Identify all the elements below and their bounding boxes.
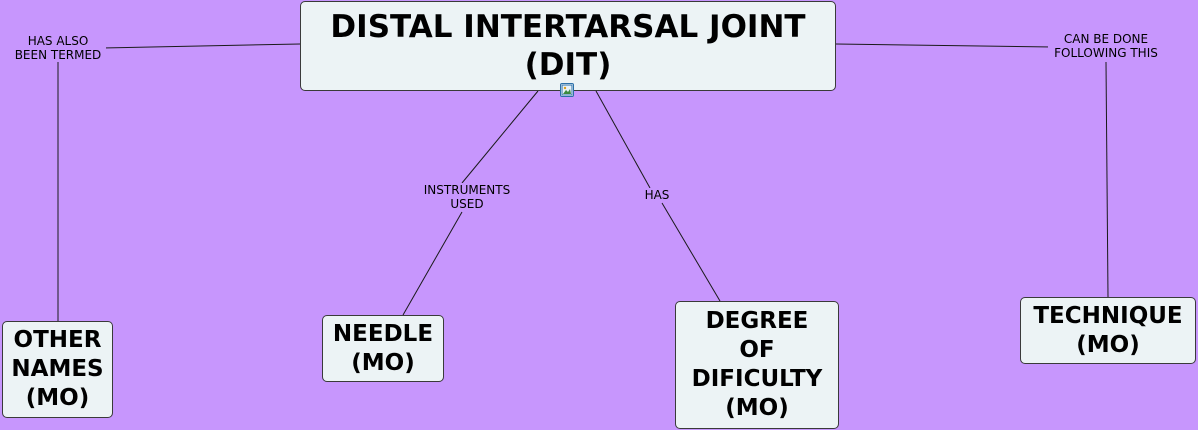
- needle-node[interactable]: NEEDLE (MO): [322, 315, 444, 382]
- needle-label: NEEDLE (MO): [332, 320, 434, 376]
- image-icon-glyph: [561, 84, 573, 96]
- other-names-node[interactable]: OTHER NAMES (MO): [2, 321, 113, 418]
- technique-node[interactable]: TECHNIQUE (MO): [1020, 297, 1196, 364]
- degree-of-difficulty-label: DEGREE OF DIFICULTY (MO): [691, 308, 823, 421]
- link-label-has-also: HAS ALSO BEEN TERMED: [10, 34, 106, 62]
- image-icon[interactable]: [560, 83, 574, 97]
- other-names-label: OTHER NAMES (MO): [11, 327, 104, 411]
- link-label-has: HAS: [642, 188, 672, 202]
- degree-of-difficulty-node[interactable]: DEGREE OF DIFICULTY (MO): [675, 301, 839, 429]
- technique-label: TECHNIQUE (MO): [1033, 302, 1183, 358]
- connector-main-to-label-can-be-done: [835, 43, 1053, 48]
- connector-label-has-to-degree: [661, 202, 721, 302]
- connector-main-to-label-has: [595, 90, 651, 189]
- connector-main-to-label-has-also: [101, 43, 301, 49]
- connector-label-instruments-to-needle: [402, 211, 463, 316]
- main-topic-label: DISTAL INTERTARSAL JOINT (DIT): [330, 9, 806, 83]
- connector-label-can-be-done-to-technique: [1105, 61, 1109, 298]
- main-topic-node[interactable]: DISTAL INTERTARSAL JOINT (DIT): [300, 1, 836, 91]
- link-label-can-be-done: CAN BE DONE FOLLOWING THIS: [1048, 32, 1164, 60]
- connector-main-to-label-instruments: [461, 90, 539, 184]
- link-label-instruments-used: INSTRUMENTS USED: [418, 183, 516, 211]
